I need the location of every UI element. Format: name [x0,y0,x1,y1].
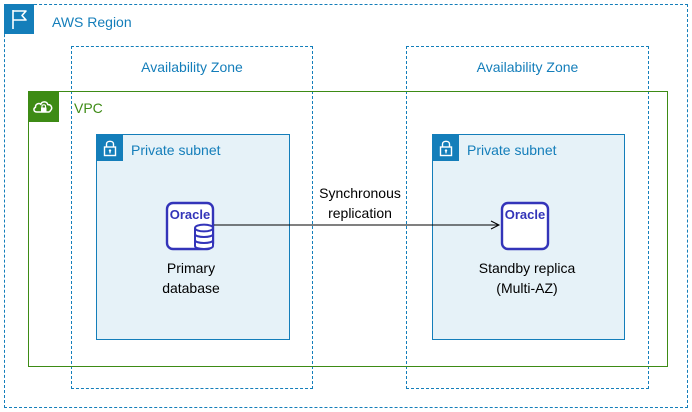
aws-region-group [4,4,688,408]
vpc-group [28,91,668,367]
replication-label: Synchronous replication [300,183,420,223]
cloud-lock-icon [28,91,59,122]
aws-region-label: AWS Region [52,14,132,30]
standby-replica-caption: Standby replica (Multi-AZ) [456,258,598,298]
availability-zone-right-label: Availability Zone [476,59,579,75]
flag-icon [4,4,34,34]
oracle-logo-text: Oracle [170,207,210,222]
replication-label-line1: Synchronous [319,185,401,201]
standby-caption-line2: (Multi-AZ) [496,280,558,296]
oracle-database-icon: Oracle [165,201,217,253]
availability-zone-right [406,46,649,389]
padlock-icon [433,135,459,161]
vpc-label: VPC [74,100,103,116]
private-subnet-left-label: Private subnet [131,142,221,158]
availability-zone-left-label: Availability Zone [141,59,243,75]
primary-database-caption: Primary database [120,258,262,298]
availability-zone-left [71,46,313,389]
oracle-icon: Oracle [500,201,552,253]
primary-caption-line2: database [162,280,220,296]
oracle-logo-text: Oracle [505,207,545,222]
standby-caption-line1: Standby replica [478,260,576,276]
private-subnet-right-label: Private subnet [467,142,557,158]
primary-caption-line1: Primary [166,260,216,276]
replication-label-line2: replication [328,205,392,221]
padlock-icon [97,135,123,161]
